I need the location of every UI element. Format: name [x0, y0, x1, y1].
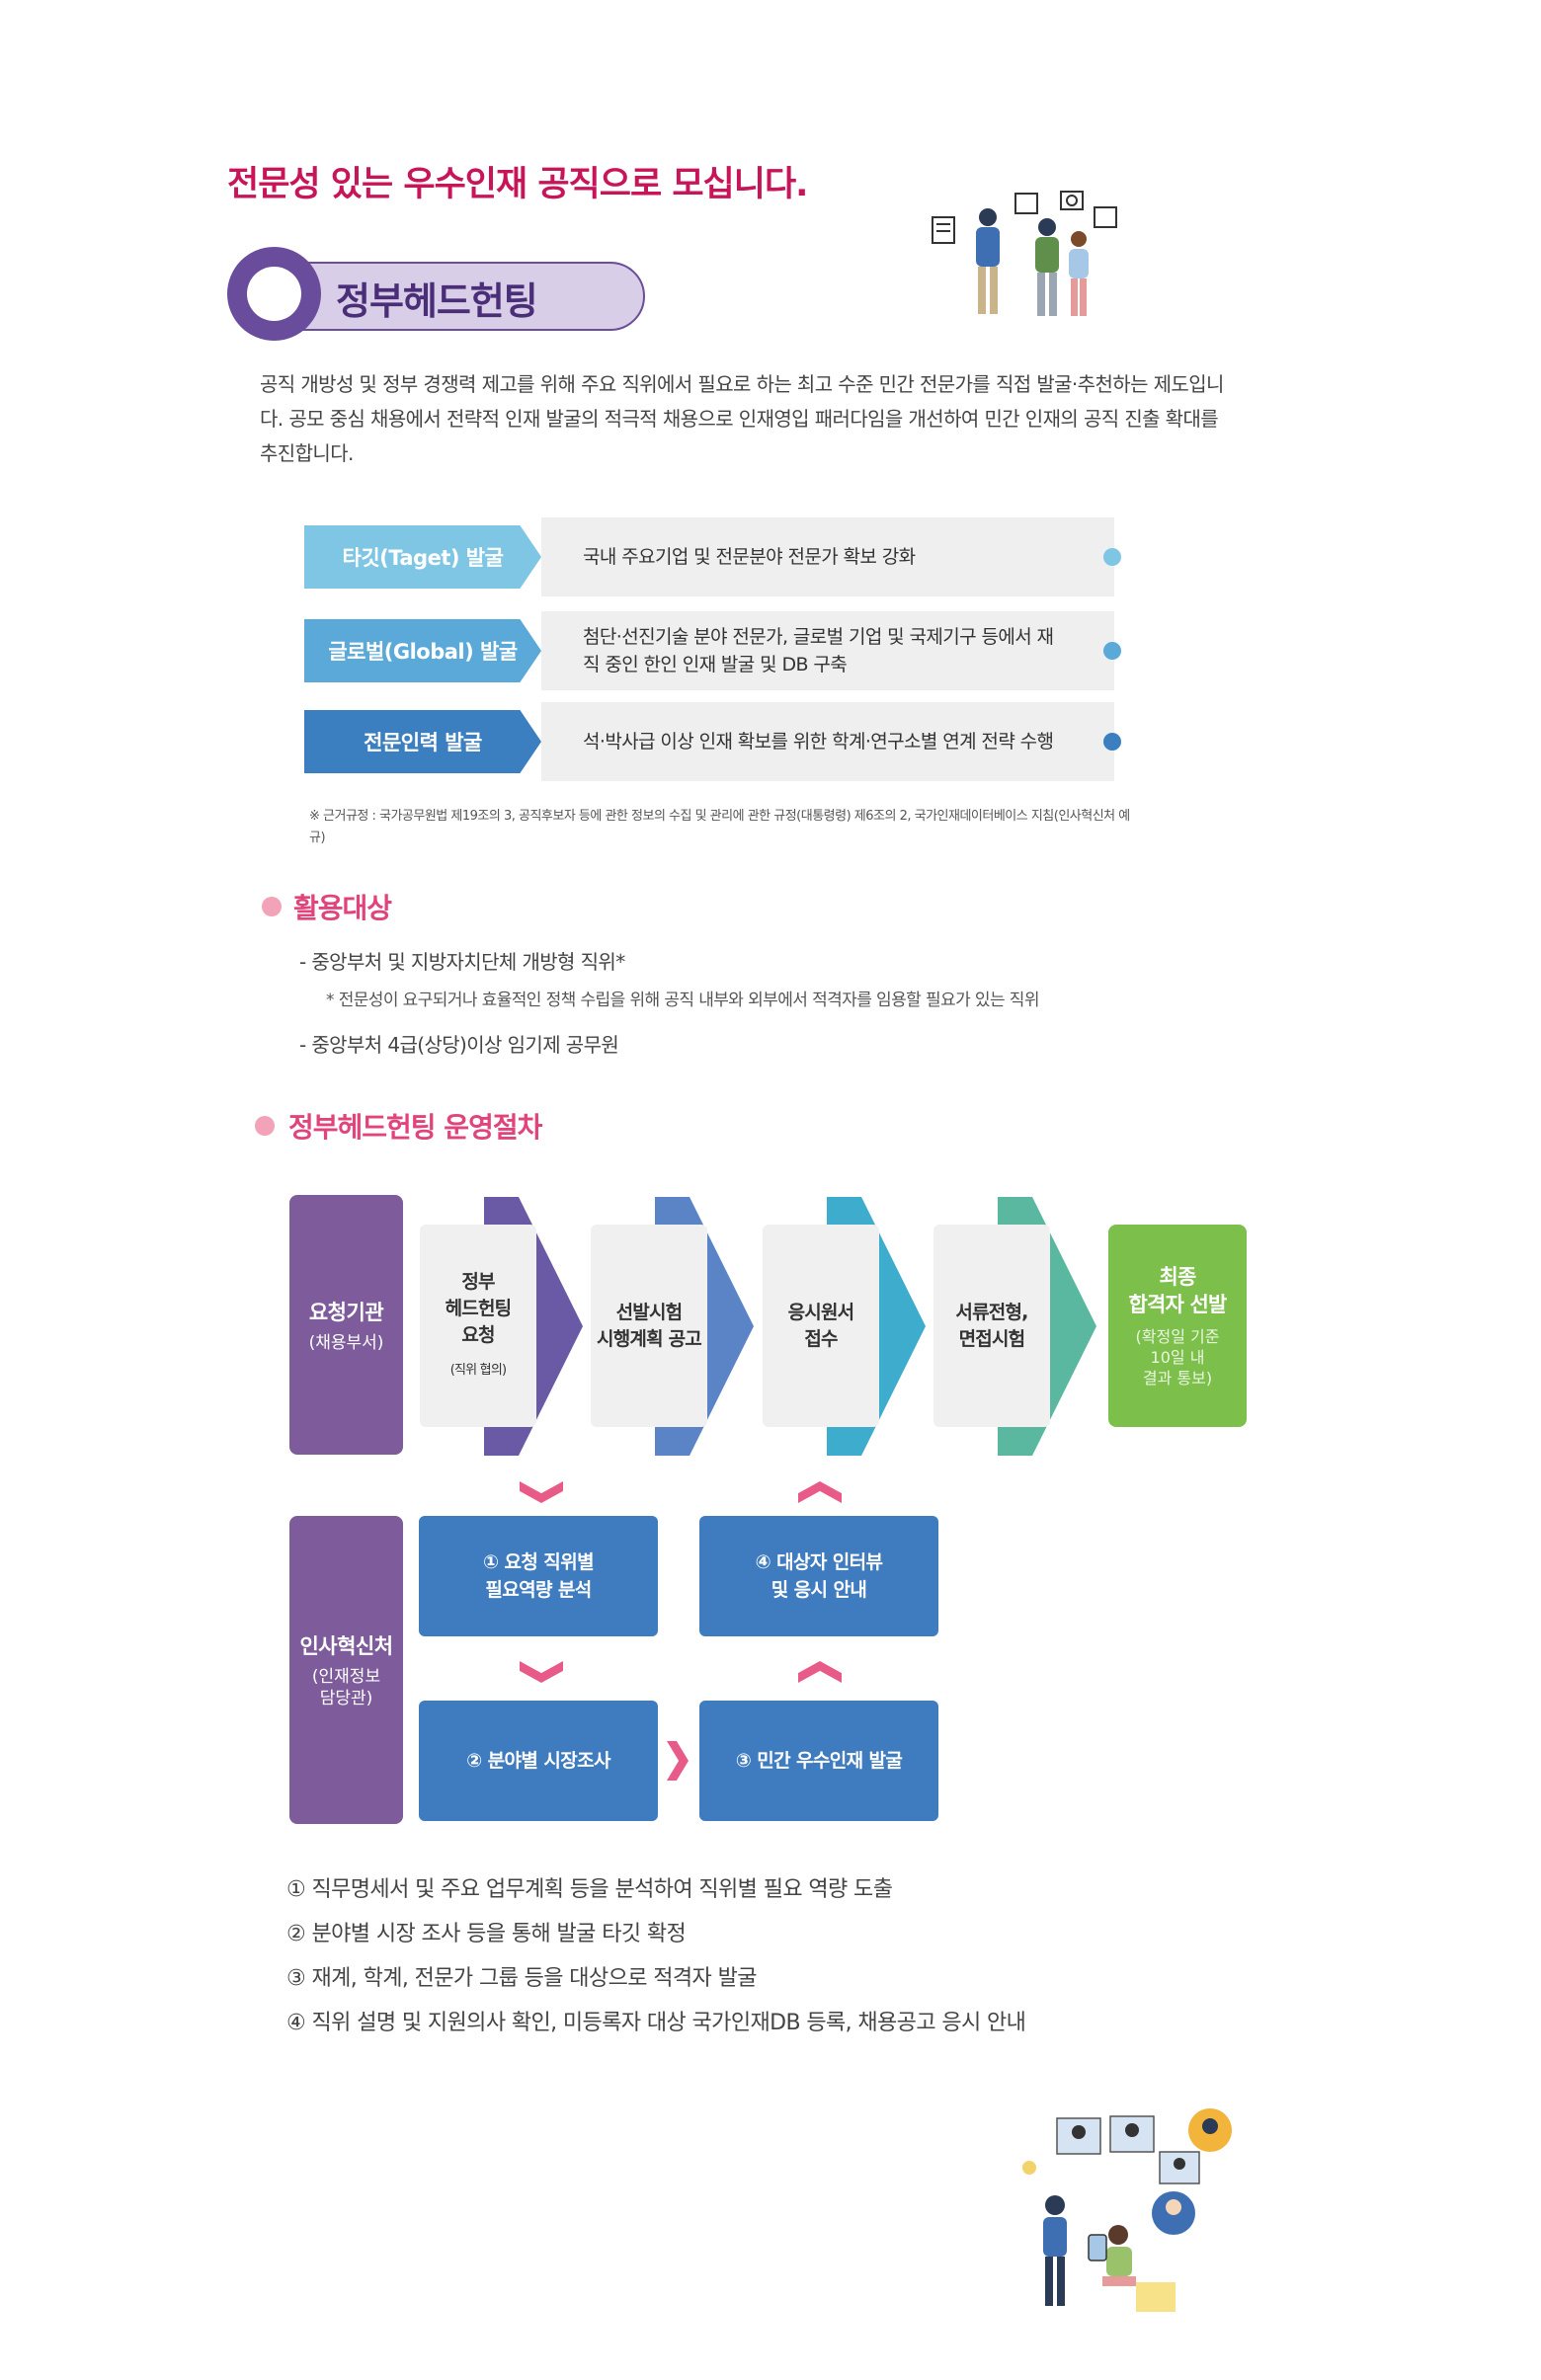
target-desc-taget: 국내 주요기업 및 전문분야 전문가 확보 강화	[541, 517, 1114, 596]
section-title: 정부헤드헌팅	[336, 279, 538, 323]
arrow-down-icon	[520, 1661, 563, 1683]
final-line1: 최종	[1159, 1265, 1196, 1289]
arrow-up-icon	[798, 1481, 842, 1503]
usage-item-note: * 전문성이 요구되거나 효율적인 정책 수립을 위해 공직 내부와 외부에서 …	[326, 991, 1039, 1010]
box1-line2: 필요역량 분석	[485, 1579, 592, 1601]
agency-subtitle: (인재정보 담당관)	[312, 1666, 380, 1709]
agency-subtitle-line2: 담당관)	[319, 1689, 373, 1708]
section-title-ring-center	[247, 267, 301, 321]
box4-line2: 및 응시 안내	[770, 1579, 867, 1601]
box1-line1: ① 요청 직위별	[483, 1551, 595, 1573]
final-sub2: 10일 내	[1150, 1348, 1205, 1367]
step2-line2: 시행계획 공고	[597, 1327, 702, 1350]
final-line2: 합격자 선발	[1128, 1293, 1227, 1316]
step3-line1: 응시원서	[787, 1301, 855, 1323]
arrow-right-icon	[667, 1741, 689, 1781]
step1-line1: 정부	[461, 1270, 495, 1293]
usage-item-fixed-term: - 중앙부처 4급(상당)이상 임기제 공무원	[299, 1033, 619, 1057]
agency-box: 인사혁신처 (인재정보 담당관)	[289, 1516, 403, 1824]
box4-line1: ④ 대상자 인터뷰	[755, 1551, 883, 1573]
target-dot-taget	[1103, 548, 1121, 566]
final-sub: (확정일 기준 10일 내 결과 통보)	[1136, 1326, 1220, 1388]
procedure-note-1: ① 직무명세서 및 주요 업무계획 등을 분석하여 직위별 필요 역량 도출	[286, 1877, 893, 1902]
team-illustration	[932, 191, 1117, 316]
requester-box: 요청기관 (채용부서)	[289, 1195, 403, 1455]
agency-title: 인사혁신처	[299, 1634, 393, 1658]
agency-subtitle-line1: (인재정보	[311, 1667, 381, 1687]
step3-line2: 접수	[804, 1327, 838, 1350]
target-tag-taget: 타깃(Taget) 발굴	[304, 525, 541, 589]
procedure-note-2: ② 분야별 시장 조사 등을 통해 발굴 타깃 확정	[286, 1922, 687, 1946]
box-candidate-interview: ④ 대상자 인터뷰 및 응시 안내	[699, 1516, 938, 1636]
video-meeting-illustration	[1022, 2108, 1232, 2312]
procedure-section-dot	[255, 1116, 275, 1136]
headline: 전문성 있는 우수인재 공직으로 모십니다.	[227, 165, 808, 204]
step-application-receipt: 응시원서 접수	[763, 1225, 879, 1427]
legal-basis-footnote: ※ 근거규정 : 국가공무원법 제19조의 3, 공직후보자 등에 관한 정보의…	[309, 809, 1130, 845]
target-desc-specialist: 석·박사급 이상 인재 확보를 위한 학계·연구소별 연계 전략 수행	[541, 702, 1114, 781]
procedure-note-3: ③ 재계, 학계, 전문가 그룹 등을 대상으로 적격자 발굴	[286, 1966, 757, 1991]
step4-line1: 서류전형,	[955, 1301, 1028, 1323]
usage-section-dot	[262, 897, 282, 916]
final-sub3: 결과 통보)	[1142, 1369, 1213, 1388]
usage-section-title: 활용대상	[293, 892, 392, 924]
step-exam-announcement: 선발시험 시행계획 공고	[591, 1225, 707, 1427]
procedure-section-title: 정부헤드헌팅 운영절차	[288, 1111, 542, 1144]
box-talent-discovery: ③ 민간 우수인재 발굴	[699, 1701, 938, 1821]
arrow-up-icon	[798, 1661, 842, 1683]
procedure-note-4: ④ 직위 설명 및 지원의사 확인, 미등록자 대상 국가인재DB 등록, 채용…	[286, 2011, 1026, 2035]
final-sub1: (확정일 기준	[1135, 1327, 1220, 1346]
intro-paragraph: 공직 개방성 및 정부 경쟁력 제고를 위해 주요 직위에서 필요로 하는 최고…	[260, 372, 1224, 465]
box-competency-analysis: ① 요청 직위별 필요역량 분석	[419, 1516, 658, 1636]
final-selection-box: 최종 합격자 선발 (확정일 기준 10일 내 결과 통보)	[1108, 1225, 1247, 1427]
box-market-research: ② 분야별 시장조사	[419, 1701, 658, 1821]
requester-subtitle: (채용부서)	[308, 1332, 384, 1353]
target-tag-specialist: 전문인력 발굴	[304, 710, 541, 773]
step4-line2: 면접시험	[958, 1327, 1026, 1350]
step-screening-interview: 서류전형, 면접시험	[933, 1225, 1050, 1427]
requester-title: 요청기관	[308, 1300, 384, 1324]
step2-line1: 선발시험	[615, 1301, 684, 1323]
step1-note: (직위 협의)	[449, 1362, 507, 1378]
target-dot-global	[1103, 642, 1121, 660]
usage-item-open-position: - 중앙부처 및 지방자치단체 개방형 직위*	[299, 950, 625, 974]
target-dot-specialist	[1103, 733, 1121, 751]
target-tag-global: 글로벌(Global) 발굴	[304, 619, 541, 682]
target-desc-global: 첨단·선진기술 분야 전문가, 글로벌 기업 및 국제기구 등에서 재직 중인 …	[541, 611, 1114, 690]
step-headhunting-request: 정부 헤드헌팅 요청 (직위 협의)	[420, 1225, 536, 1427]
step1-line2: 헤드헌팅	[445, 1297, 513, 1319]
step1-line3: 요청	[461, 1323, 495, 1346]
arrow-down-icon	[520, 1481, 563, 1503]
